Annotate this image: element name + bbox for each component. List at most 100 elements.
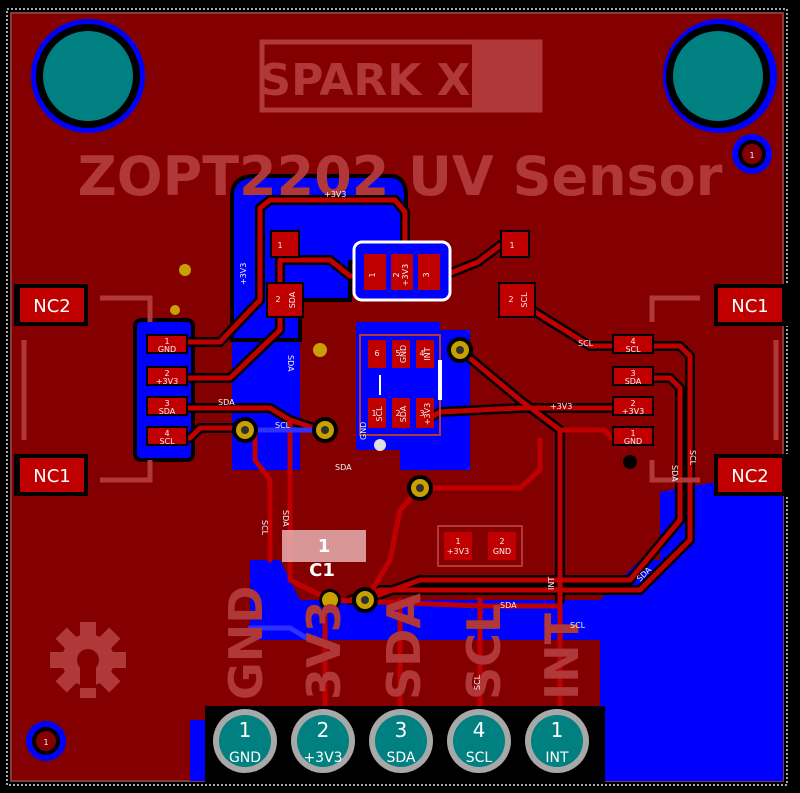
c1-label: C1	[309, 560, 335, 581]
nc-pad-label: NC1	[731, 296, 769, 317]
resistor-left: 1 2 SDA	[266, 230, 304, 318]
svg-text:+3V3: +3V3	[156, 377, 178, 386]
header-pin: 4 SCL	[447, 709, 511, 773]
nc-pad-left-bottom: NC1	[14, 454, 88, 496]
c1-marker: 1	[318, 536, 331, 557]
net-label: SDA	[670, 465, 679, 482]
gear-icon	[50, 622, 126, 698]
left-connector: 1 GND 2 +3V3 3 SDA 4 SCL	[146, 334, 188, 446]
capacitor-c1[interactable]: 1 C1	[282, 530, 366, 581]
right-connector-pin: 4 SCL	[612, 334, 654, 354]
svg-text:GND: GND	[399, 345, 408, 363]
svg-text:1: 1	[239, 718, 252, 742]
svg-text:1: 1	[164, 337, 169, 346]
logo-text: SPARK X	[259, 55, 470, 106]
svg-text:4: 4	[419, 349, 424, 358]
svg-text:2: 2	[508, 295, 513, 304]
svg-text:1: 1	[43, 738, 48, 747]
mount-hole-top-right	[666, 24, 770, 128]
svg-text:GND: GND	[229, 750, 261, 766]
svg-text:1: 1	[551, 718, 564, 742]
net-label: SCL	[578, 339, 594, 348]
svg-text:+3V3: +3V3	[447, 547, 469, 556]
svg-text:SCL: SCL	[625, 345, 641, 354]
mount-via-bottom-left: 1	[32, 727, 60, 755]
left-connector-pin: 4 SCL	[146, 426, 188, 446]
svg-text:3: 3	[630, 369, 635, 378]
net-label: SCL	[473, 674, 482, 690]
svg-text:+3V3: +3V3	[401, 264, 410, 286]
svg-text:+3V3: +3V3	[423, 403, 432, 425]
net-label: +3V3	[324, 190, 346, 199]
board-edge	[6, 8, 788, 786]
svg-text:4: 4	[164, 429, 169, 438]
svg-text:4: 4	[473, 718, 486, 742]
vias	[170, 264, 637, 613]
net-label: SDA	[286, 355, 295, 372]
svg-text:SCL: SCL	[457, 604, 511, 700]
svg-text:INT: INT	[545, 750, 569, 766]
header-pin: 2 +3V3	[291, 709, 355, 773]
svg-text:3: 3	[419, 409, 424, 418]
sparkx-logo: SPARK X	[259, 39, 543, 113]
bottom-silk-labels: GND 3V3 SDA SCL INT	[219, 586, 589, 700]
uv-sensor-ic: 6 5 GND 4 INT 1 SCL 2 SDA 3 +3V3	[359, 334, 442, 436]
net-label: SCL	[688, 450, 697, 466]
right-connector-pin: 3 SDA	[612, 366, 654, 386]
left-connector-pin: 2 +3V3	[146, 366, 188, 386]
right-connector-pin: 2 +3V3	[612, 396, 654, 416]
svg-text:SCL: SCL	[466, 750, 493, 766]
right-connector-pin: 1 GND	[612, 426, 654, 446]
net-label: SDA	[281, 510, 290, 527]
header-pin: 1 INT	[525, 709, 589, 773]
mount-via-top-right: 1	[738, 140, 766, 168]
nc-pad-right-top: NC1	[714, 284, 788, 326]
net-label: +3V3	[239, 263, 248, 285]
net-label: SCL	[260, 520, 269, 536]
svg-text:2: 2	[317, 718, 330, 742]
svg-text:2: 2	[275, 295, 280, 304]
header-strip: 1 GND 2 +3V3 3 SDA 4 SCL 1 INT	[205, 706, 605, 782]
svg-text:2: 2	[395, 409, 400, 418]
svg-text:1: 1	[371, 409, 376, 418]
net-label: GND	[359, 422, 368, 440]
svg-text:+3V3: +3V3	[303, 750, 342, 766]
left-connector-pin: 3 SDA	[146, 396, 188, 416]
svg-text:SCL: SCL	[159, 437, 175, 446]
nc-pad-label: NC1	[33, 466, 71, 487]
svg-text:2: 2	[392, 272, 401, 277]
capacitor-small: 1 +3V3 2 GND	[437, 525, 523, 567]
svg-text:INT: INT	[423, 347, 432, 360]
svg-text:GND: GND	[624, 437, 642, 446]
svg-text:3V3: 3V3	[297, 600, 351, 700]
net-label: SCL	[570, 621, 586, 630]
net-label: INT	[547, 577, 556, 590]
net-label: +3V3	[550, 402, 572, 411]
mount-hole-top-left	[36, 24, 140, 128]
svg-text:3: 3	[164, 399, 169, 408]
svg-text:6: 6	[374, 349, 379, 358]
svg-text:+3V3: +3V3	[622, 407, 644, 416]
svg-text:1: 1	[455, 537, 460, 546]
svg-text:SDA: SDA	[159, 407, 176, 416]
svg-text:SDA: SDA	[625, 377, 642, 386]
resistor-right: 1 2 SCL	[498, 230, 536, 318]
svg-text:SCL: SCL	[375, 406, 384, 422]
nc-pad-label: NC2	[33, 296, 71, 317]
svg-text:5: 5	[395, 349, 400, 358]
i2c-jumper: 1 2 +3V3 3	[352, 240, 452, 302]
svg-text:GND: GND	[219, 586, 273, 700]
svg-text:3: 3	[395, 718, 408, 742]
net-label: SDA	[218, 398, 235, 407]
net-label: SCL	[275, 421, 291, 430]
side-silk-brackets	[21, 295, 779, 483]
svg-text:2: 2	[630, 399, 635, 408]
svg-text:INT: INT	[535, 612, 589, 700]
header-pin: 3 SDA	[369, 709, 433, 773]
svg-text:SDA: SDA	[399, 405, 408, 422]
header-pin: 1 GND	[213, 709, 277, 773]
net-label: SDA	[500, 601, 517, 610]
board-title: ZOPT2202 UV Sensor	[78, 145, 723, 208]
svg-text:SDA: SDA	[387, 750, 416, 766]
